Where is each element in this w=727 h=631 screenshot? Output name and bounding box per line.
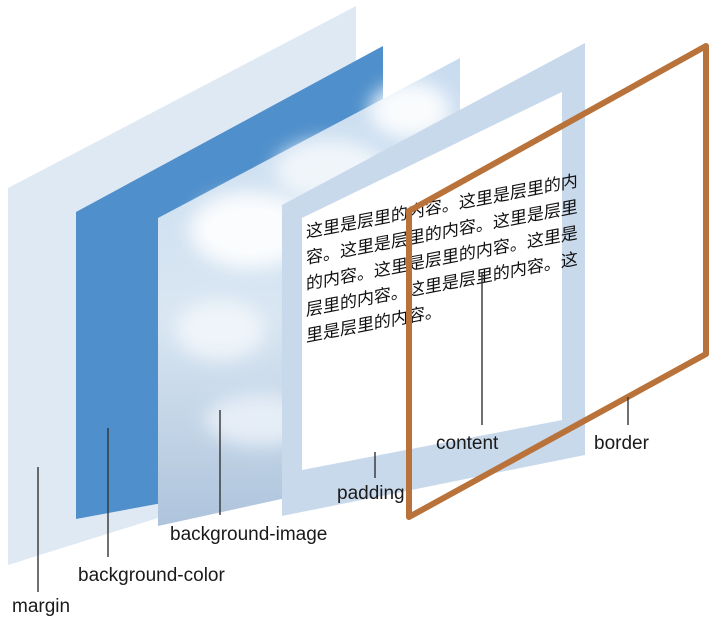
border-layer bbox=[406, 43, 709, 520]
content-label: content bbox=[436, 433, 499, 454]
content-area bbox=[302, 92, 562, 470]
background-color-label: background-color bbox=[78, 565, 225, 586]
background-image-label: background-image bbox=[170, 524, 327, 545]
padding-layer bbox=[282, 43, 585, 516]
margin-label: margin bbox=[12, 596, 70, 617]
border-label: border bbox=[594, 433, 650, 454]
padding-label: padding bbox=[337, 483, 405, 504]
